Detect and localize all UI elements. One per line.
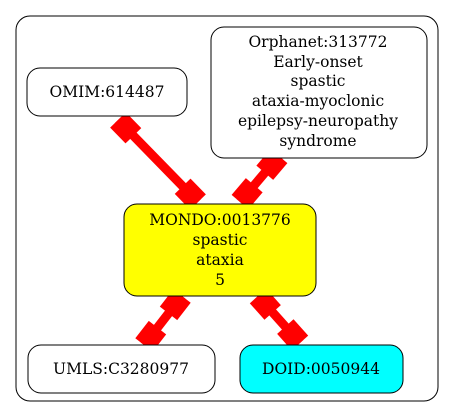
node-omim-box xyxy=(26,67,188,117)
edge-omim-mondo-head-marker xyxy=(174,178,206,210)
node-umls-box xyxy=(27,344,216,394)
edge-omim-mondo-tail-marker xyxy=(110,112,142,144)
node-umls[interactable]: UMLS:C3280977 xyxy=(27,344,216,394)
node-orphanet-line: spastic xyxy=(291,72,346,90)
edge-mondo-umls-tail-marker xyxy=(159,289,191,321)
edge-mondo-doid-head-marker xyxy=(277,319,309,351)
edge-orphanet-mondo-head-marker xyxy=(231,178,263,210)
node-orphanet[interactable]: Orphanet:313772 Early-onset spastic atax… xyxy=(210,26,428,159)
node-omim-label: OMIM:614487 xyxy=(50,83,165,101)
node-orphanet-line: ataxia-myoclonic xyxy=(252,92,384,110)
edges-layer xyxy=(110,112,309,352)
node-doid[interactable]: DOID:0050944 xyxy=(239,344,404,394)
node-mondo-label: MONDO:0013776 xyxy=(149,211,291,229)
node-orphanet-box xyxy=(210,26,428,159)
node-orphanet-label: Orphanet:313772 xyxy=(248,33,387,51)
node-doid-box xyxy=(239,344,404,394)
node-doid-label: DOID:0050944 xyxy=(262,360,380,378)
node-mondo-line: ataxia xyxy=(196,251,244,269)
cluster-frame xyxy=(15,15,439,402)
node-mondo[interactable]: MONDO:0013776 spastic ataxia 5 xyxy=(123,203,317,297)
node-omim[interactable]: OMIM:614487 xyxy=(26,67,188,117)
edge-mondo-umls-head-marker xyxy=(135,320,167,352)
node-umls-label: UMLS:C3280977 xyxy=(53,360,189,378)
node-mondo-box xyxy=(123,203,317,297)
node-orphanet-line: syndrome xyxy=(279,132,356,150)
node-orphanet-line: Early-onset xyxy=(273,53,363,71)
node-mondo-line: 5 xyxy=(215,271,225,289)
node-orphanet-line: epilepsy-neuropathy xyxy=(238,112,398,130)
node-mondo-line: spastic xyxy=(193,231,248,249)
